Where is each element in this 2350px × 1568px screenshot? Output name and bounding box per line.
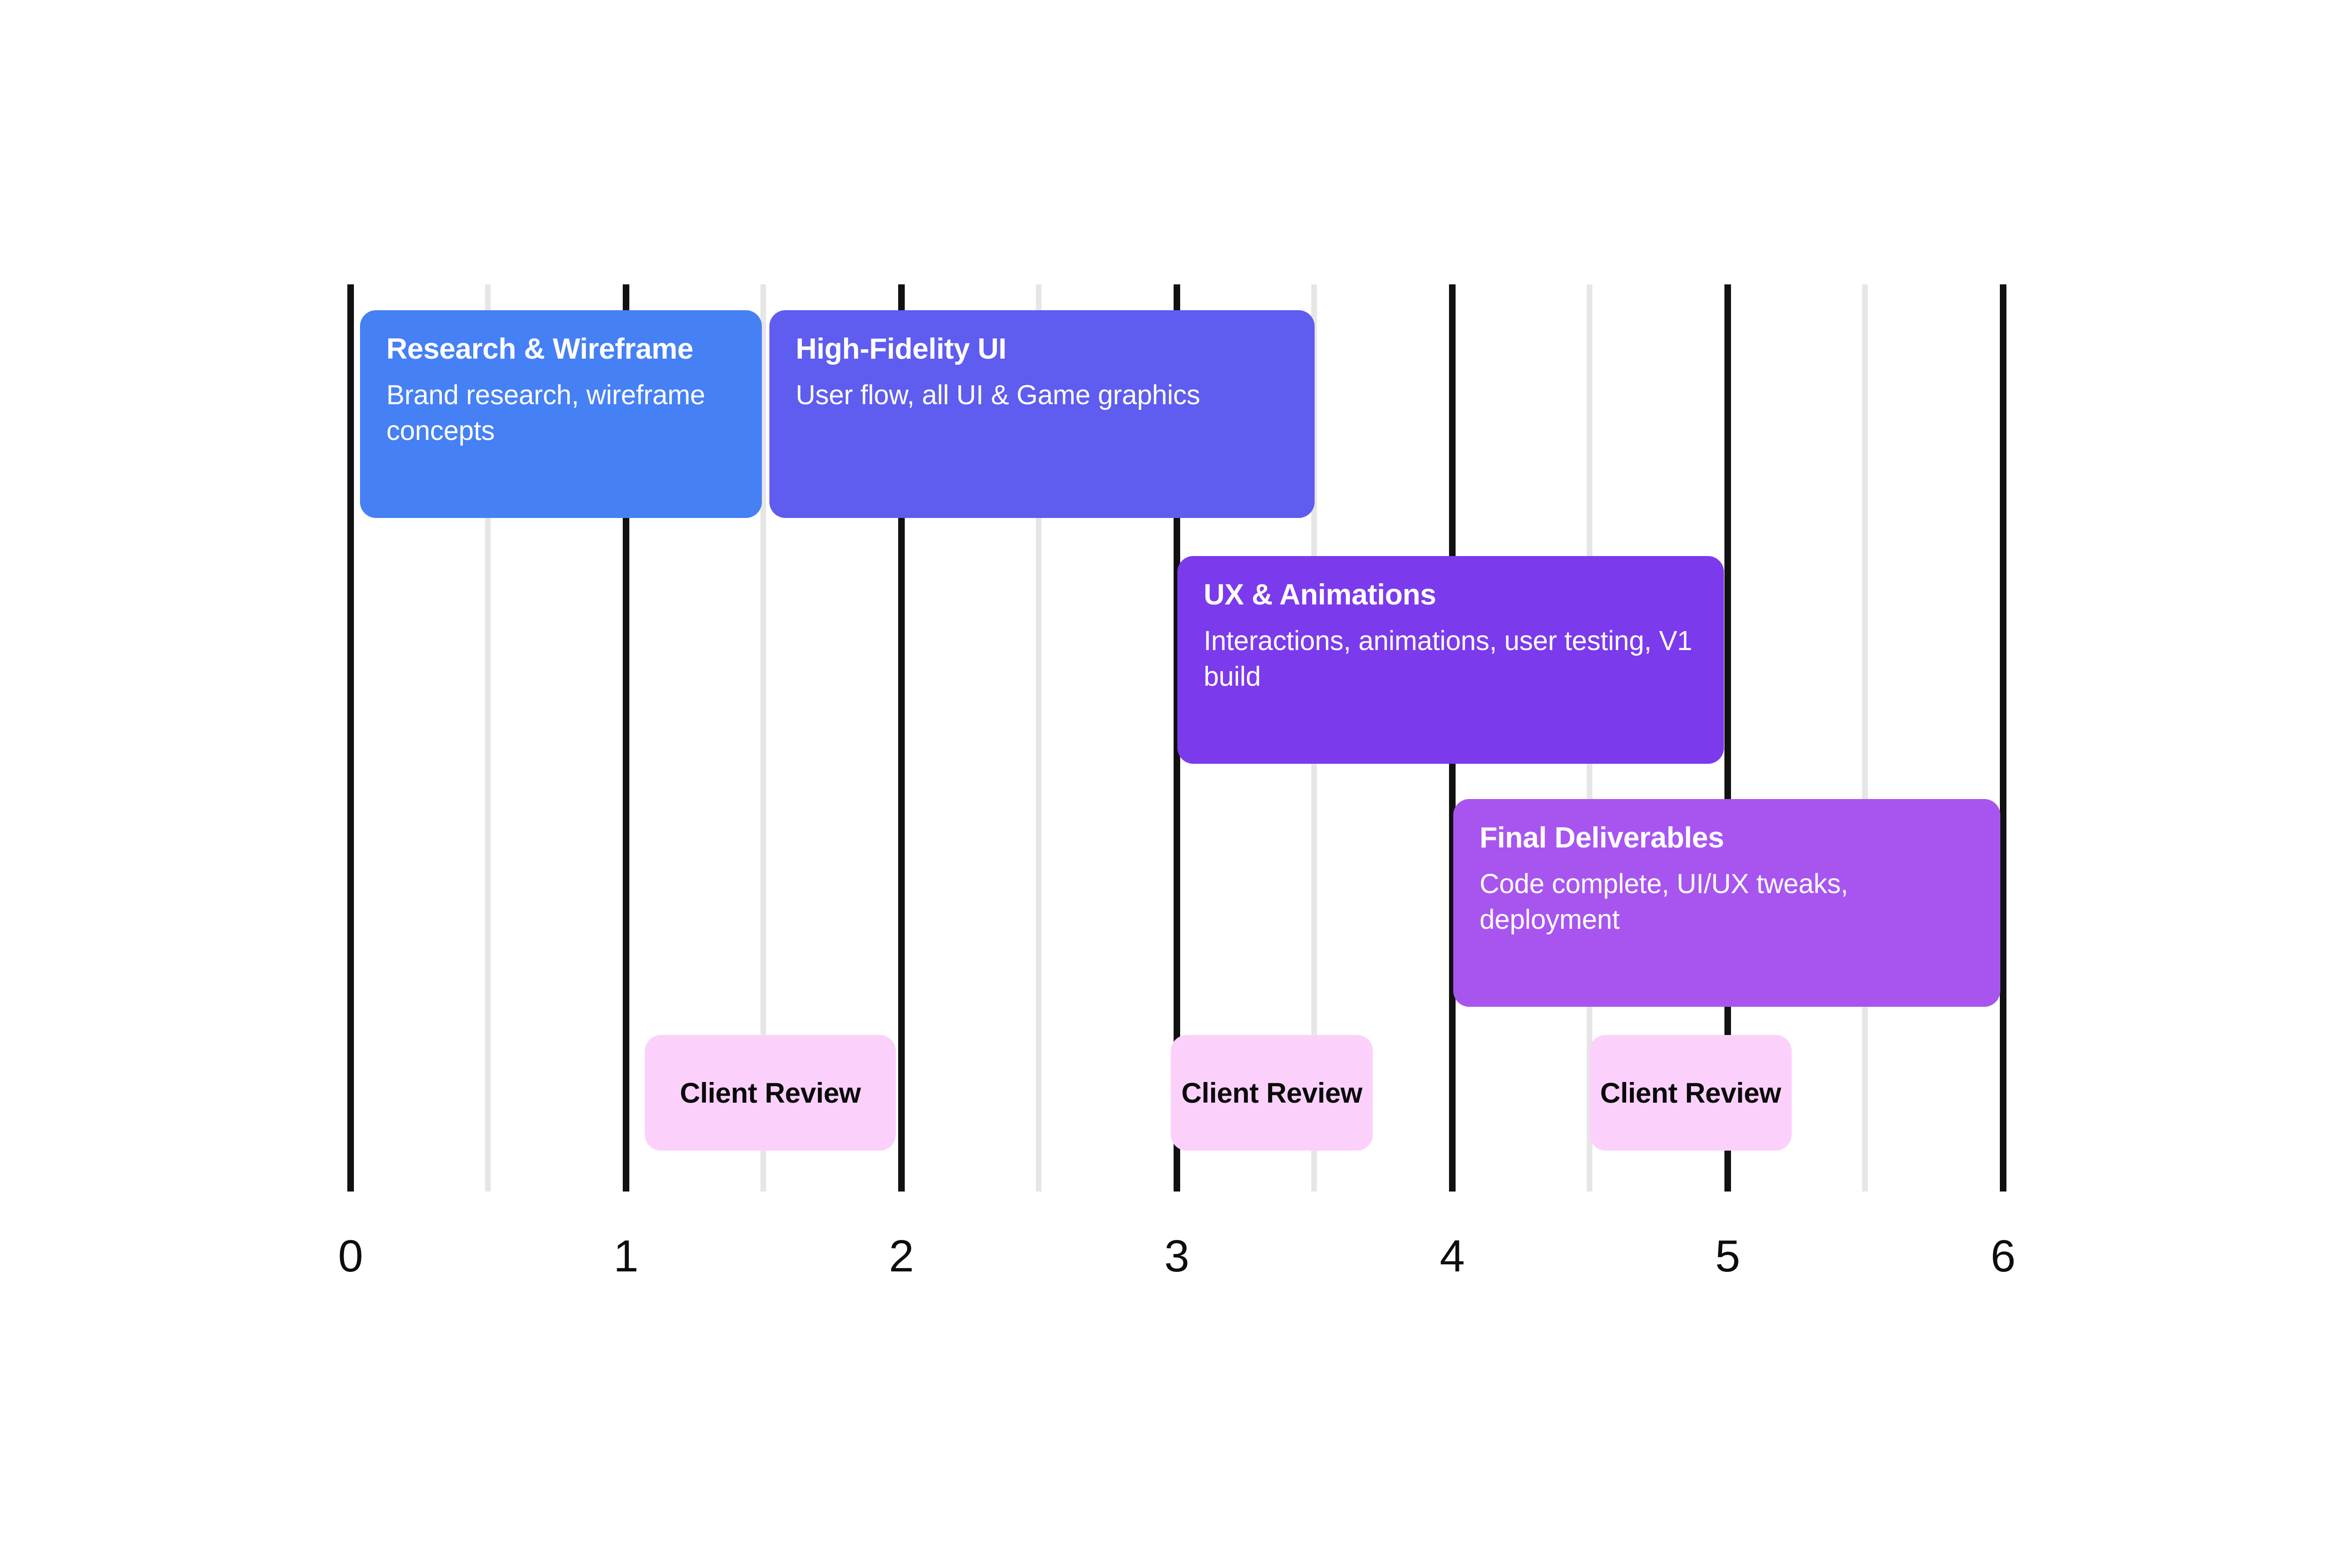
x-axis-tick-2: 2 bbox=[889, 1231, 914, 1281]
task-description: Code complete, UI/UX tweaks, deployment bbox=[1480, 869, 1849, 935]
task-title: UX & Animations bbox=[1204, 579, 1436, 611]
x-axis-tick-0: 0 bbox=[338, 1231, 363, 1281]
milestone-label: Client Review bbox=[680, 1077, 861, 1109]
milestone-client-review-1[interactable]: Client Review bbox=[645, 1035, 896, 1151]
task-title: Final Deliverables bbox=[1480, 822, 1724, 854]
x-axis-tick-1: 1 bbox=[613, 1231, 639, 1281]
milestone-client-review-3[interactable]: Client Review bbox=[1590, 1035, 1792, 1151]
task-bar-research-wireframe[interactable]: Research & Wireframe Brand research, wir… bbox=[360, 310, 762, 518]
x-axis-tick-4: 4 bbox=[1440, 1231, 1465, 1281]
milestone-client-review-2[interactable]: Client Review bbox=[1171, 1035, 1373, 1151]
x-axis-tick-5: 5 bbox=[1715, 1231, 1740, 1281]
task-title: High-Fidelity UI bbox=[796, 333, 1007, 365]
task-description: User flow, all UI & Game graphics bbox=[796, 380, 1200, 411]
gridline-major-6 bbox=[2000, 284, 2006, 1192]
gridline-minor-5-5 bbox=[1862, 284, 1868, 1192]
task-description: Interactions, animations, user testing, … bbox=[1204, 626, 1692, 692]
task-bar-high-fidelity-ui[interactable]: High-Fidelity UI User flow, all UI & Gam… bbox=[769, 310, 1315, 518]
milestone-label: Client Review bbox=[1181, 1077, 1363, 1109]
milestone-label: Client Review bbox=[1600, 1077, 1781, 1109]
gridline-minor-1-5 bbox=[760, 284, 766, 1192]
task-bar-final-deliverables[interactable]: Final Deliverables Code complete, UI/UX … bbox=[1453, 799, 2000, 1007]
gridline-major-0 bbox=[347, 284, 354, 1192]
x-axis-tick-3: 3 bbox=[1164, 1231, 1190, 1281]
task-title: Research & Wireframe bbox=[386, 333, 694, 365]
x-axis-tick-6: 6 bbox=[1990, 1231, 2016, 1281]
task-description: Brand research, wireframe concepts bbox=[386, 380, 705, 446]
task-bar-ux-animations[interactable]: UX & Animations Interactions, animations… bbox=[1177, 556, 1724, 764]
